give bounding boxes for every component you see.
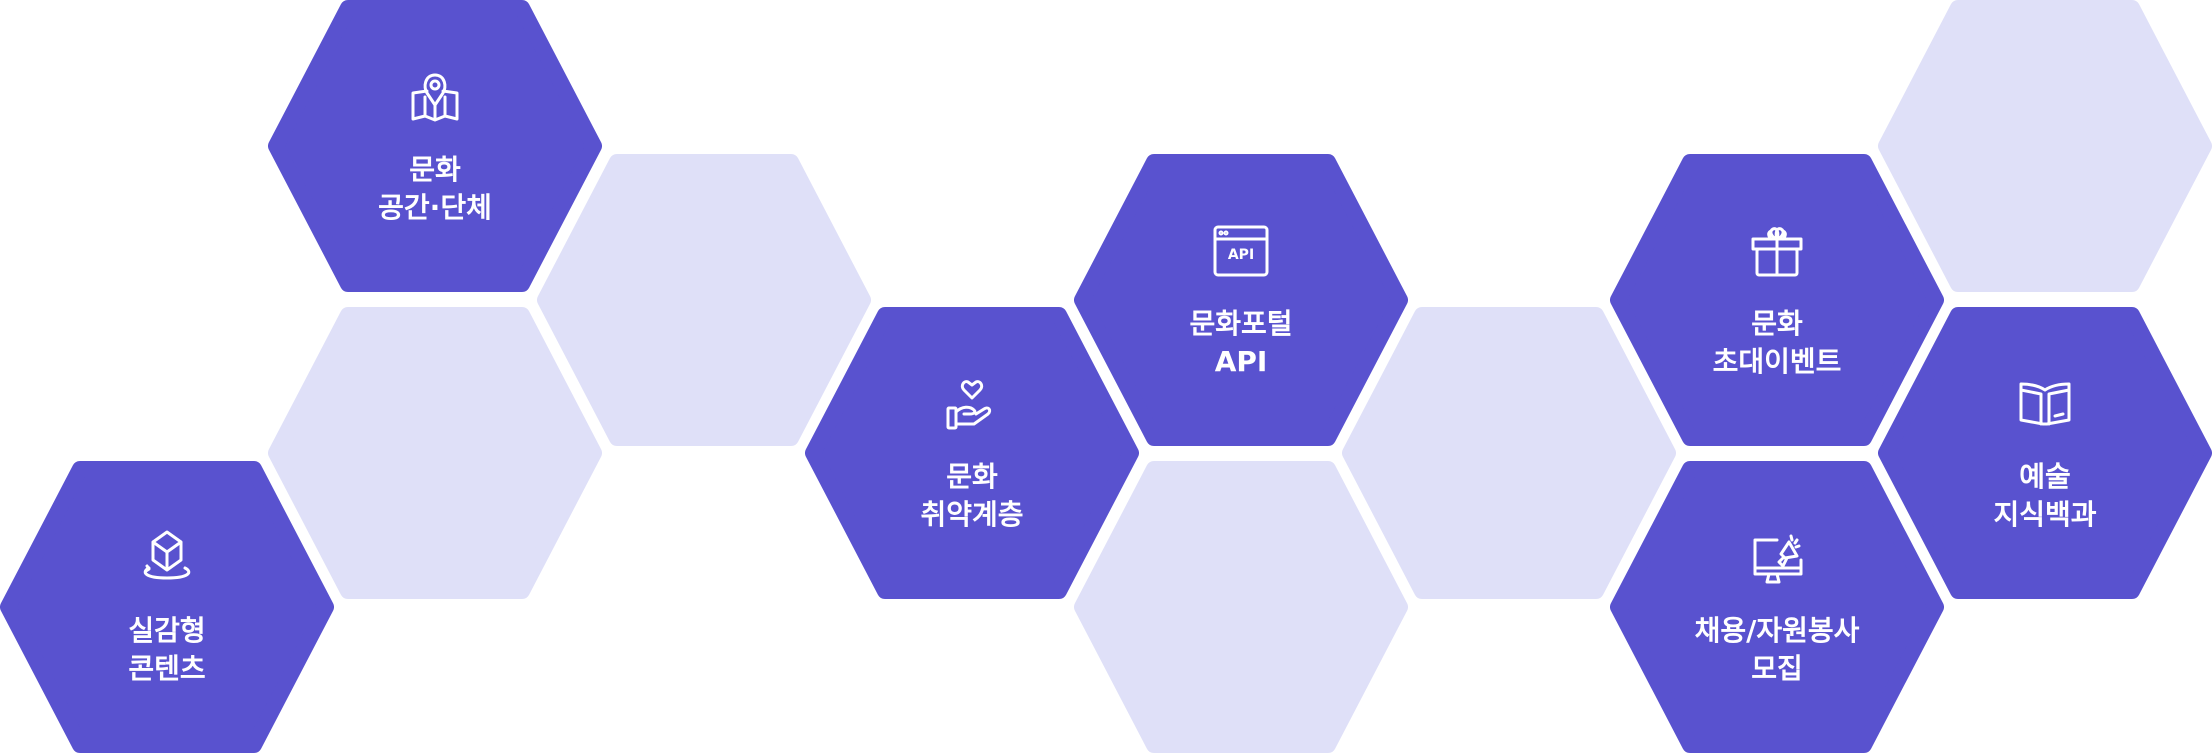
tile-label: 문화포털 API	[1189, 307, 1293, 378]
api-icon-text: API	[1227, 247, 1255, 263]
tile-recruitment-volunteer[interactable]: 채용/자원봉사 모집	[1610, 461, 1944, 753]
tile-culturally-vulnerable[interactable]: 문화 취약계층	[805, 307, 1139, 599]
book-icon	[2013, 372, 2077, 436]
tile-label: 채용/자원봉사 모집	[1694, 614, 1860, 685]
tile-label: 문화 취약계층	[920, 460, 1024, 531]
tile-label: 문화 초대이벤트	[1712, 307, 1842, 378]
map-pin-icon	[403, 65, 467, 129]
tile-art-encyclopedia[interactable]: 예술 지식백과	[1878, 307, 2212, 599]
heart-hand-icon	[940, 372, 1004, 436]
api-window-icon: API	[1209, 219, 1273, 283]
tile-label: 예술 지식백과	[1993, 460, 2097, 531]
megaphone-board-icon	[1745, 526, 1809, 590]
tile-immersive-content[interactable]: 실감형 콘텐츠	[0, 461, 334, 753]
tile-culture-spaces[interactable]: 문화 공간·단체	[268, 0, 602, 292]
gift-icon	[1745, 219, 1809, 283]
tile-label: 문화 공간·단체	[378, 153, 492, 224]
tile-culture-portal-api[interactable]: API 문화포털 API	[1074, 154, 1408, 446]
vr-cube-icon	[135, 526, 199, 590]
tile-label: 실감형 콘텐츠	[128, 614, 206, 685]
tile-culture-invitation-event[interactable]: 문화 초대이벤트	[1610, 154, 1944, 446]
